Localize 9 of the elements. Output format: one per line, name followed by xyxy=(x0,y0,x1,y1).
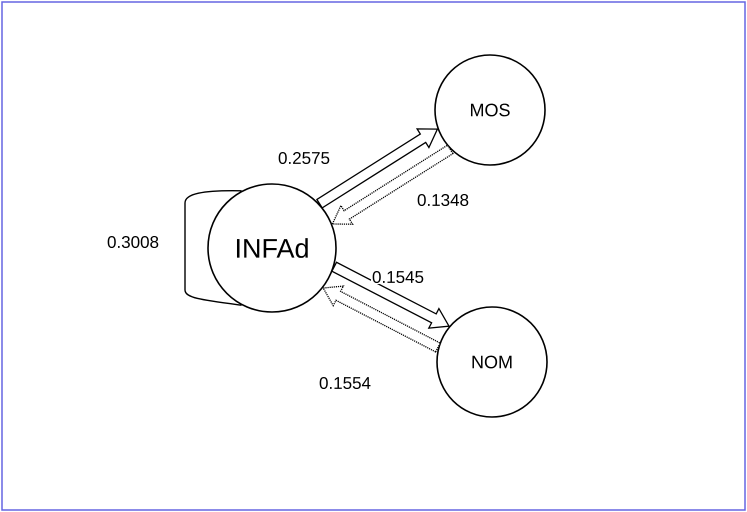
edge-label: 0.3008 xyxy=(106,234,160,250)
edge-label: 0.1545 xyxy=(371,270,425,284)
block-arrow xyxy=(322,285,442,353)
edge-label: 0.2575 xyxy=(277,150,331,166)
block-arrow xyxy=(331,144,454,225)
block-arrow xyxy=(316,128,438,209)
edge-label: 0.1554 xyxy=(318,376,372,390)
self-loop xyxy=(184,190,242,306)
edge-label: 0.1348 xyxy=(416,192,470,208)
